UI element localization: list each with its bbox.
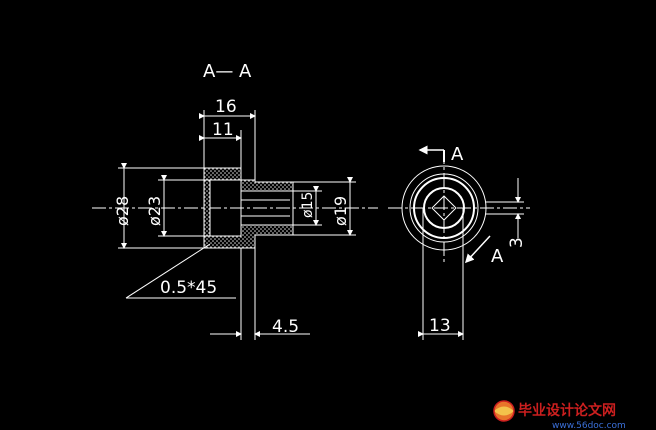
section-label-bottom: A: [491, 246, 504, 267]
bore-circle: [423, 187, 465, 229]
globe-logo-icon: [493, 400, 515, 422]
section-title: A— A: [203, 61, 252, 82]
dim-phi19-label: ø19: [331, 196, 350, 226]
section-view: A— A 16 11 ø28 ø23: [92, 61, 378, 340]
dim-phi15-label: ø15: [300, 192, 316, 218]
hub-circle: [413, 177, 475, 239]
mid-circle: [409, 173, 479, 243]
section-label-top: A: [451, 144, 464, 165]
dim-phi23-label: ø23: [145, 196, 164, 226]
dim-4-5-label: 4.5: [272, 317, 299, 337]
outer-circle: [401, 165, 487, 251]
chamfer-label: 0.5*45: [160, 278, 217, 298]
section-arrow: [464, 235, 491, 264]
dim-phi28-label: ø28: [113, 196, 132, 226]
dim-13-label: 13: [429, 316, 451, 336]
keyway-square: [431, 195, 457, 221]
leader-line: [125, 243, 211, 299]
watermark-url: www.56doc.com: [552, 421, 626, 430]
dim-11-label: 11: [212, 120, 234, 140]
watermark: 毕业设计论文网 www.56doc.com: [493, 400, 626, 430]
dim-3-label: 3: [507, 237, 527, 248]
end-view: A A 3 13: [388, 144, 530, 340]
watermark-title: 毕业设计论文网: [518, 402, 616, 419]
dim-16-label: 16: [215, 97, 237, 117]
